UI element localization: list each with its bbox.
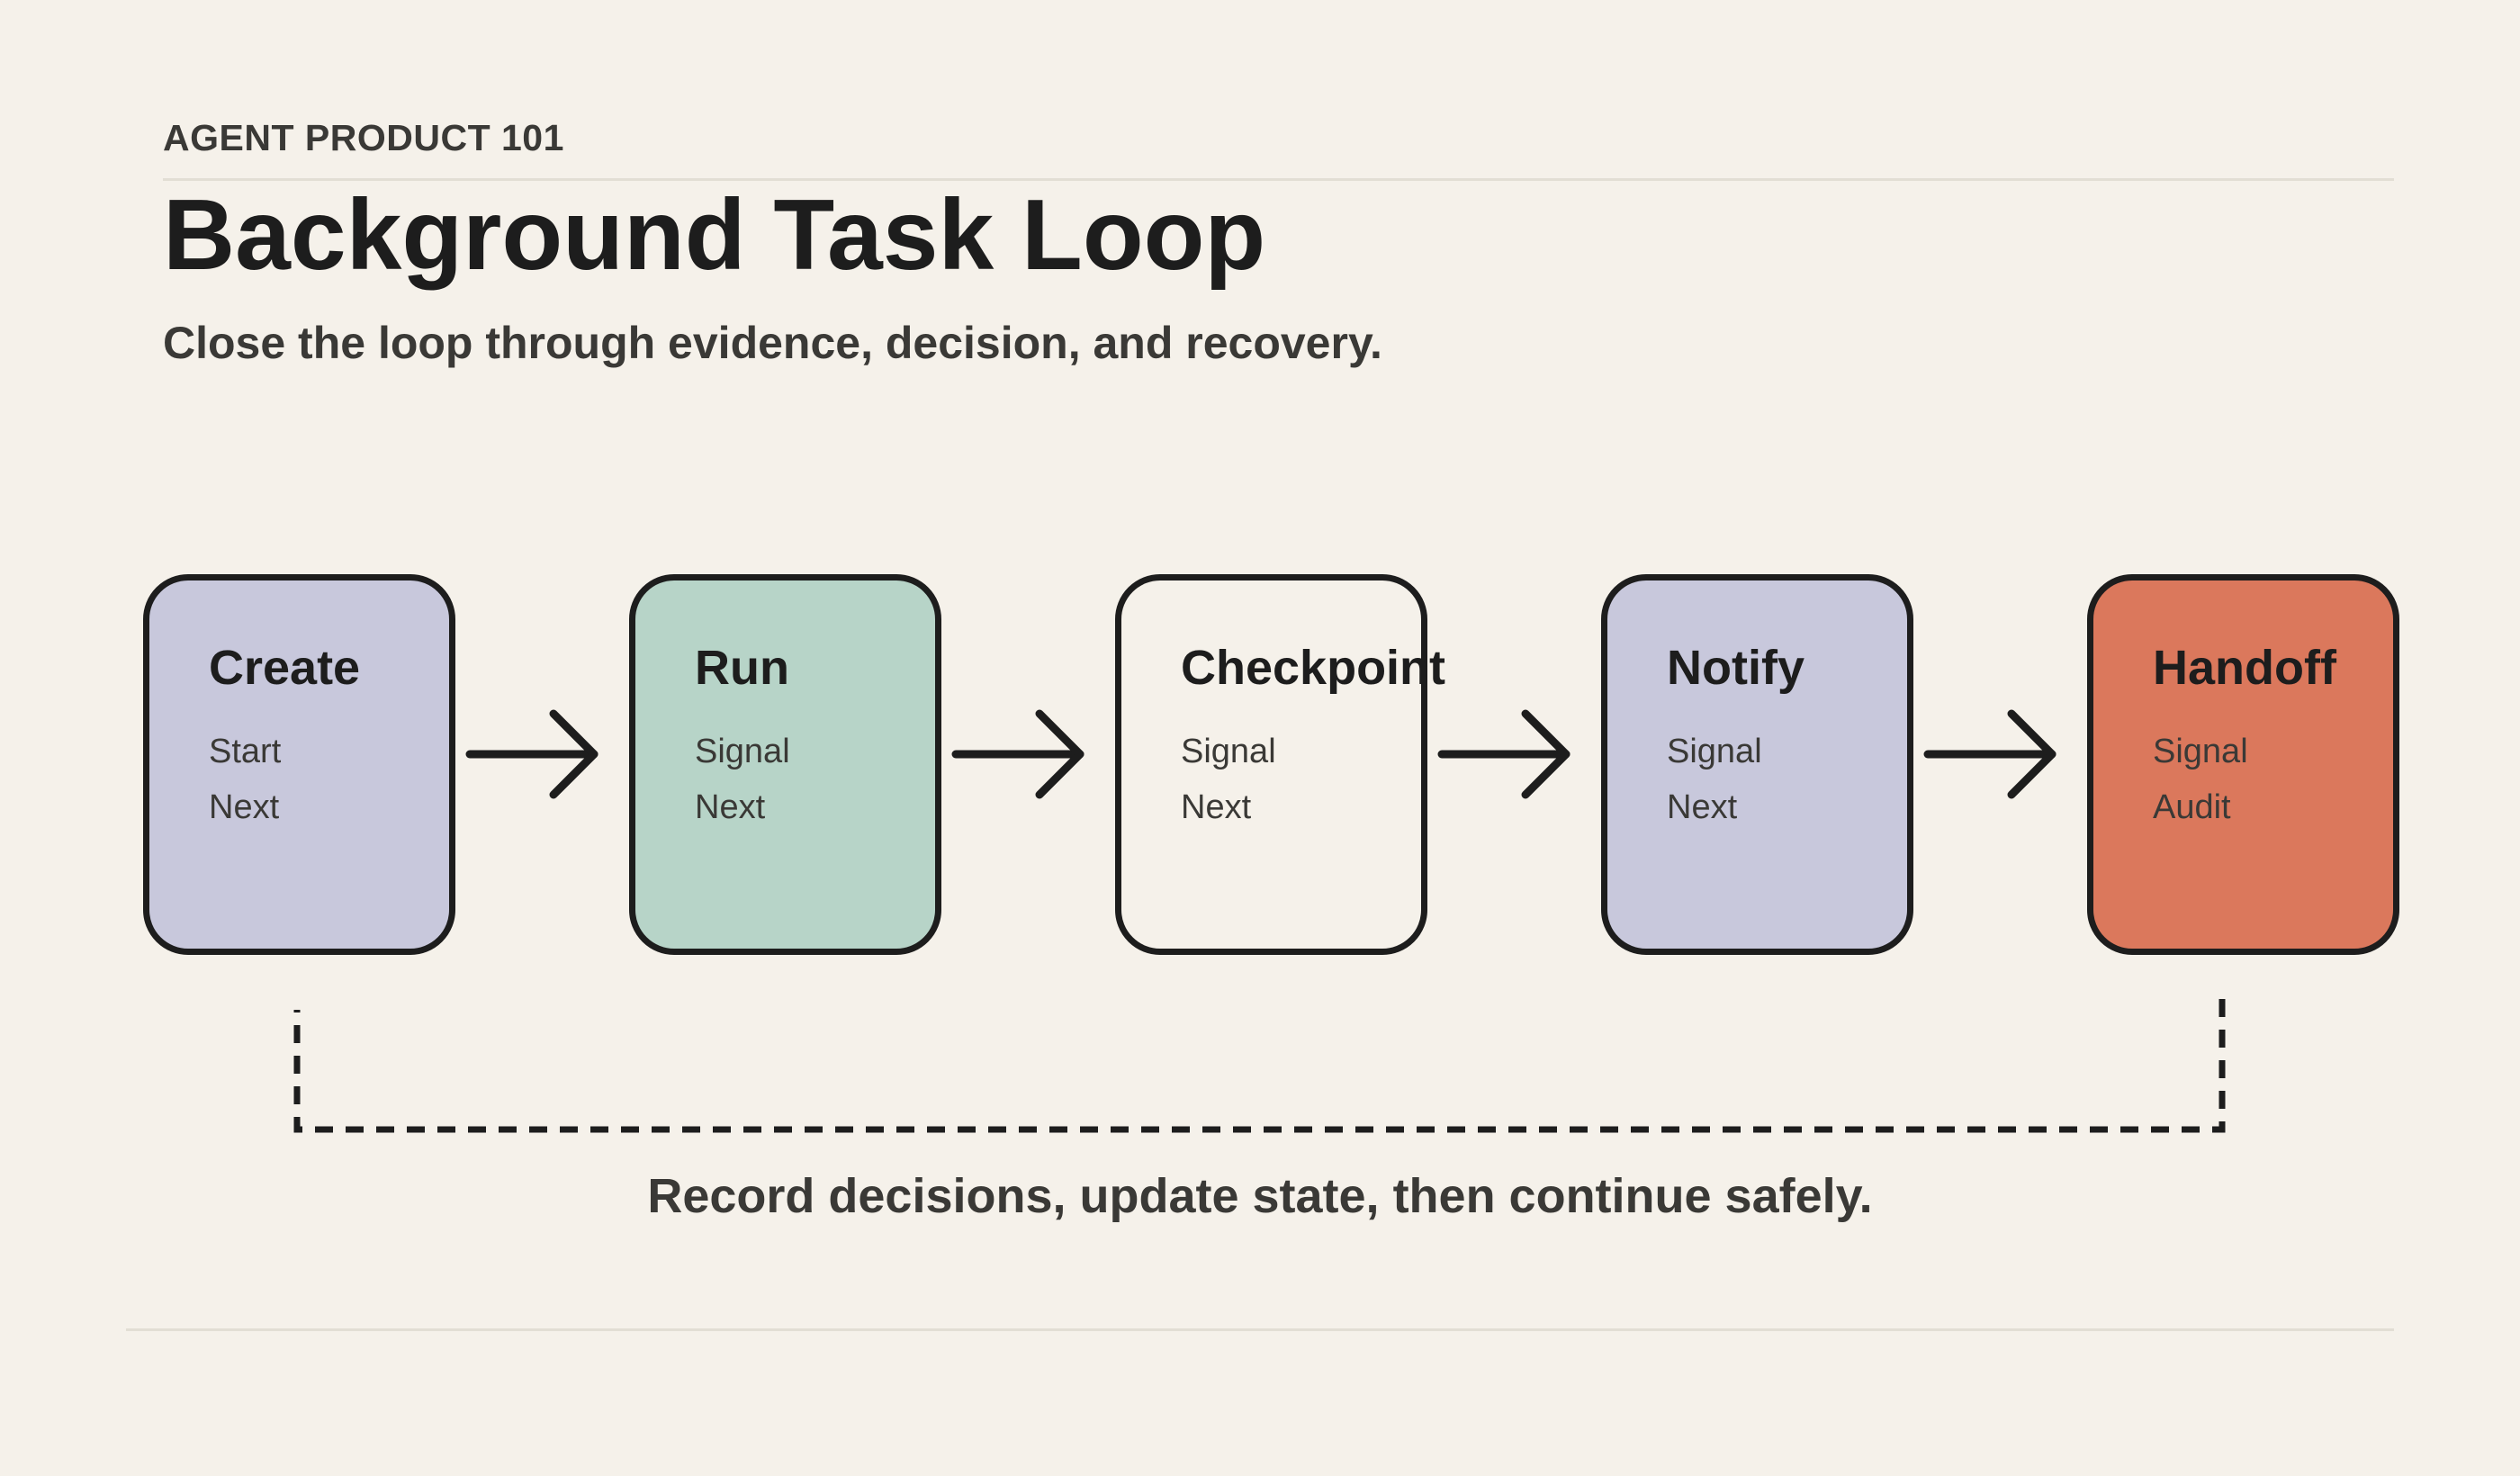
step-line-2: Next (1181, 788, 1252, 826)
step-handoff: Handoff Signal Audit (2087, 574, 2399, 955)
step-line-1: Signal (1667, 733, 1762, 770)
step-run: Run Signal Next (629, 574, 941, 955)
step-line-2: Audit (2153, 788, 2231, 826)
step-title: Handoff (2153, 641, 2336, 695)
top-divider (163, 178, 2394, 181)
step-notify: Notify Signal Next (1601, 574, 1913, 955)
feedback-loop-path (293, 999, 2226, 1133)
step-create: Create Start Next (143, 574, 455, 955)
step-title: Create (209, 641, 361, 695)
page-title: Background Task Loop (163, 179, 1266, 291)
step-line-1: Signal (1181, 733, 1276, 770)
flow-arrow-notify-handoff (1923, 709, 2056, 799)
step-checkpoint: Checkpoint Signal Next (1115, 574, 1445, 955)
step-line-2: Next (695, 788, 766, 826)
step-title: Notify (1667, 641, 1804, 695)
step-title: Checkpoint (1181, 641, 1446, 695)
step-title: Run (695, 641, 789, 695)
loop-caption: Record decisions, update state, then con… (647, 1169, 1873, 1223)
bottom-divider (126, 1328, 2394, 1331)
step-line-1: Signal (695, 733, 790, 770)
step-line-2: Next (1667, 788, 1738, 826)
step-line-2: Next (209, 788, 280, 826)
flow-arrow-run-checkpoint (951, 709, 1084, 799)
eyebrow-label: AGENT PRODUCT 101 (163, 117, 564, 158)
page-subtitle: Close the loop through evidence, decisio… (163, 318, 1382, 368)
flow-arrow-create-run (465, 709, 598, 799)
step-line-1: Start (209, 733, 282, 770)
step-line-1: Signal (2153, 733, 2248, 770)
flow-arrow-checkpoint-notify (1437, 709, 1570, 799)
